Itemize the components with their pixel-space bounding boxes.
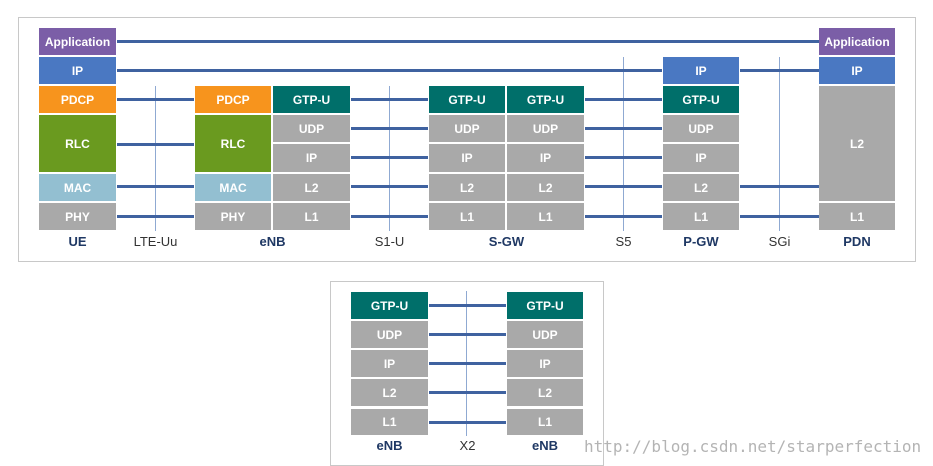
pgw-ip-lower-layer: IP bbox=[663, 144, 739, 172]
x2-left-udp-layer: UDP bbox=[351, 321, 428, 348]
pdn-ip-layer: IP bbox=[819, 57, 895, 84]
enb-node-label: eNB bbox=[259, 234, 286, 249]
sgw-s1-udp-layer: UDP bbox=[429, 115, 505, 142]
x2-left-l2-layer: L2 bbox=[351, 379, 428, 406]
gtpu-s5-link bbox=[585, 98, 662, 101]
lte-uu-separator bbox=[155, 86, 156, 231]
x2-left-l1-layer: L1 bbox=[351, 409, 428, 435]
sgw-node-label: S-GW bbox=[488, 234, 525, 249]
mac-uu-link bbox=[117, 185, 194, 188]
s1u-interface-label: S1-U bbox=[374, 234, 405, 249]
udp-s1u-link bbox=[351, 127, 428, 130]
rlc-uu-link bbox=[117, 143, 194, 146]
sgw-s5-ip-layer: IP bbox=[507, 144, 584, 172]
pdn-l2-layer: L2 bbox=[819, 86, 895, 201]
s5-interface-label: S5 bbox=[615, 234, 632, 249]
enb-ip-layer: IP bbox=[273, 144, 350, 172]
ue-node-label: UE bbox=[68, 234, 87, 249]
sgw-s5-udp-layer: UDP bbox=[507, 115, 584, 142]
lte-uu-interface-label: LTE-Uu bbox=[133, 234, 178, 249]
ue-ip-layer: IP bbox=[39, 57, 116, 84]
pdn-application-layer: Application bbox=[819, 28, 895, 55]
x2-right-udp-layer: UDP bbox=[507, 321, 583, 348]
enb-rlc-layer: RLC bbox=[195, 115, 271, 172]
sgw-s1-gtpu-layer: GTP-U bbox=[429, 86, 505, 113]
udp-x2-link bbox=[429, 333, 506, 336]
sgi-interface-label: SGi bbox=[768, 234, 791, 249]
ip-sgi-link bbox=[740, 69, 819, 72]
l2-s5-link bbox=[585, 185, 662, 188]
l1-s5-link bbox=[585, 215, 662, 218]
x2-right-gtpu-layer: GTP-U bbox=[507, 292, 583, 319]
pgw-l1-layer: L1 bbox=[663, 203, 739, 230]
enb-udp-layer: UDP bbox=[273, 115, 350, 142]
enb-mac-layer: MAC bbox=[195, 174, 271, 201]
x2-left-gtpu-layer: GTP-U bbox=[351, 292, 428, 319]
phy-uu-link bbox=[117, 215, 194, 218]
l1-sgi-link bbox=[740, 215, 819, 218]
pgw-udp-layer: UDP bbox=[663, 115, 739, 142]
ue-rlc-layer: RLC bbox=[39, 115, 116, 172]
pgw-gtpu-layer: GTP-U bbox=[663, 86, 739, 113]
pgw-ip-layer: IP bbox=[663, 57, 739, 84]
application-peer-link bbox=[117, 40, 819, 43]
pgw-l2-layer: L2 bbox=[663, 174, 739, 201]
pdn-node-label: PDN bbox=[843, 234, 871, 249]
sgw-s1-ip-layer: IP bbox=[429, 144, 505, 172]
x2-interface-label: X2 bbox=[459, 438, 476, 453]
l1-x2-link bbox=[429, 421, 506, 424]
gtpu-s1u-link bbox=[351, 98, 428, 101]
enb-l2-layer: L2 bbox=[273, 174, 350, 201]
s5-separator bbox=[623, 57, 624, 231]
ue-phy-layer: PHY bbox=[39, 203, 116, 230]
x2-left-enb-label: eNB bbox=[376, 438, 403, 453]
l2-s1u-link bbox=[351, 185, 428, 188]
ip-s1u-link bbox=[351, 156, 428, 159]
x2-right-enb-label: eNB bbox=[531, 438, 558, 453]
pdn-l1-layer: L1 bbox=[819, 203, 895, 230]
sgw-s1-l1-layer: L1 bbox=[429, 203, 505, 230]
sgw-s5-l2-layer: L2 bbox=[507, 174, 584, 201]
ip-x2-link bbox=[429, 362, 506, 365]
sgw-s5-gtpu-layer: GTP-U bbox=[507, 86, 584, 113]
enb-phy-layer: PHY bbox=[195, 203, 271, 230]
l1-s1u-link bbox=[351, 215, 428, 218]
ue-pdcp-layer: PDCP bbox=[39, 86, 116, 113]
x2-right-l1-layer: L1 bbox=[507, 409, 583, 435]
gtpu-x2-link bbox=[429, 304, 506, 307]
sgw-s5-l1-layer: L1 bbox=[507, 203, 584, 230]
x2-right-ip-layer: IP bbox=[507, 350, 583, 377]
pgw-node-label: P-GW bbox=[683, 234, 719, 249]
udp-s5-link bbox=[585, 127, 662, 130]
ip-peer-link bbox=[117, 69, 662, 72]
ue-mac-layer: MAC bbox=[39, 174, 116, 201]
l2-sgi-link bbox=[740, 185, 819, 188]
sgw-s1-l2-layer: L2 bbox=[429, 174, 505, 201]
enb-pdcp-layer: PDCP bbox=[195, 86, 271, 113]
pdcp-uu-link bbox=[117, 98, 194, 101]
enb-gtpu-layer: GTP-U bbox=[273, 86, 350, 113]
l2-x2-link bbox=[429, 391, 506, 394]
sgi-separator bbox=[779, 57, 780, 231]
x2-left-ip-layer: IP bbox=[351, 350, 428, 377]
ip-s5-link bbox=[585, 156, 662, 159]
watermark-text: http://blog.csdn.net/starperfection bbox=[584, 437, 922, 456]
ue-application-layer: Application bbox=[39, 28, 116, 55]
x2-right-l2-layer: L2 bbox=[507, 379, 583, 406]
enb-l1-layer: L1 bbox=[273, 203, 350, 230]
